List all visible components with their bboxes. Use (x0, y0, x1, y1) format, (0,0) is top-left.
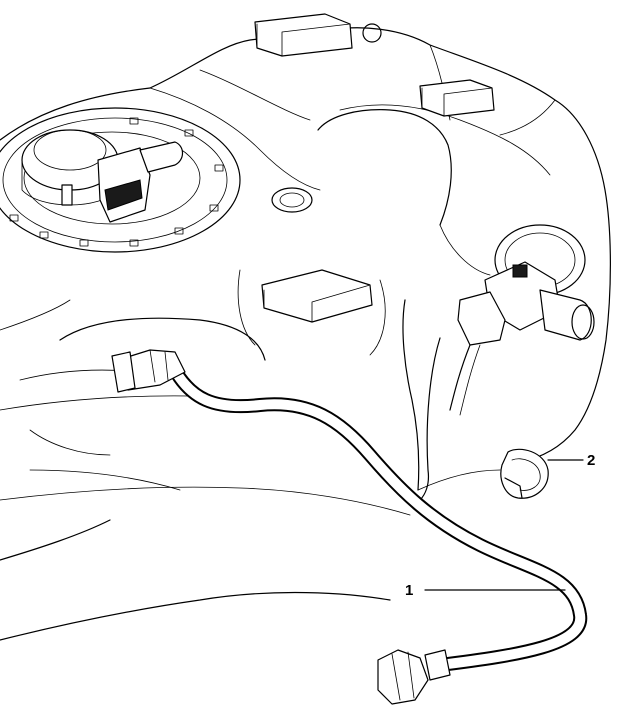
quick-connector-right (419, 261, 595, 501)
callout-leaders (424, 459, 584, 591)
callout-label-1: 1 (405, 582, 413, 599)
hose-clip (500, 448, 549, 499)
fuel-tank-illustration (0, 13, 611, 641)
fuel-pump-module (0, 107, 241, 253)
callout-label-2: 2 (587, 452, 595, 469)
fuel-hose (111, 349, 588, 705)
